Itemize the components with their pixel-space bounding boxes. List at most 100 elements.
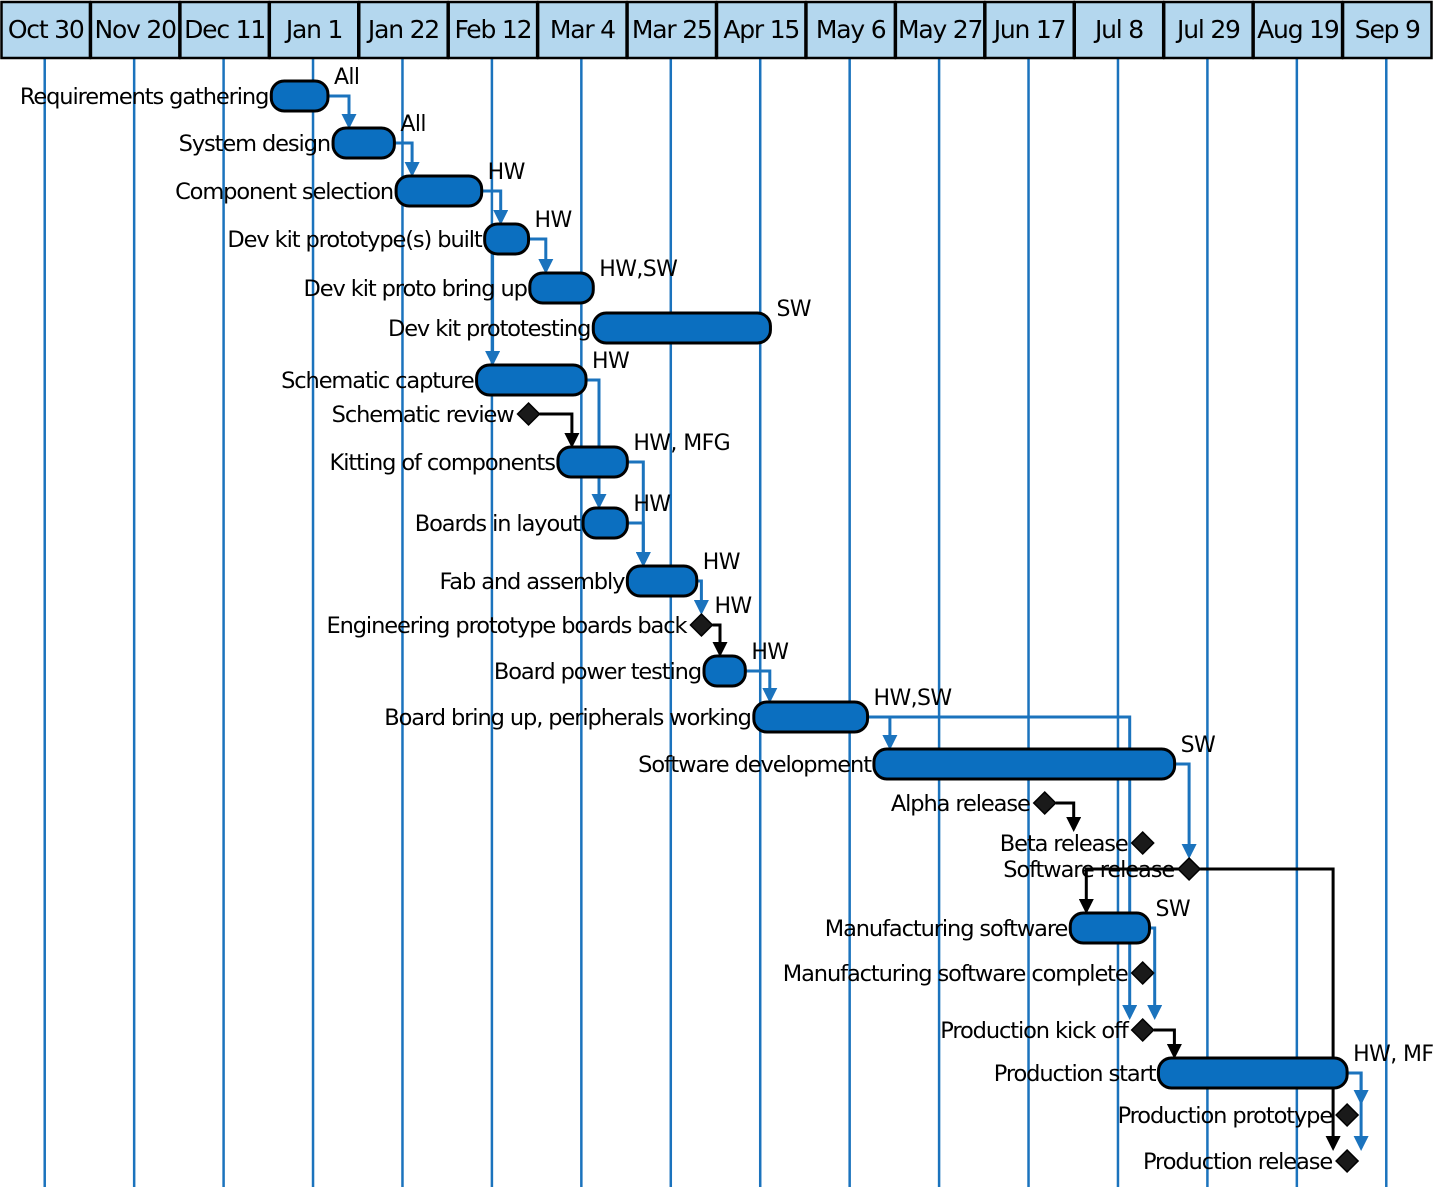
task-bar[interactable] xyxy=(702,654,747,688)
task-bar-group: Schematic capture HW xyxy=(281,349,631,397)
task-bar[interactable] xyxy=(581,506,629,540)
task-bar[interactable] xyxy=(475,363,588,397)
dependency-arrow xyxy=(868,715,898,750)
task-label: Dev kit prototype(s) built xyxy=(227,227,483,253)
resource-label: All xyxy=(400,112,425,137)
milestone-diamond xyxy=(1130,1017,1155,1043)
timeline-header-cell xyxy=(984,0,1075,60)
timeline-header-cell xyxy=(89,0,181,60)
timeline-header-cell xyxy=(1073,0,1165,60)
milestone-diamond xyxy=(516,401,541,427)
task-label: Schematic capture xyxy=(281,368,474,394)
timeline-tick-label: Jul 8 xyxy=(1093,15,1143,44)
task-bar[interactable] xyxy=(269,79,330,113)
dependency-arrow xyxy=(1147,926,1163,1020)
resource-label: HW xyxy=(535,208,573,233)
task-bar[interactable] xyxy=(1156,1056,1349,1090)
milestone: Production kick off xyxy=(940,1017,1155,1044)
timeline-tick-label: Jun 17 xyxy=(992,15,1066,44)
milestone: Beta release xyxy=(1000,830,1155,857)
milestone-diamond xyxy=(1032,790,1057,816)
task-bar[interactable] xyxy=(1068,911,1151,945)
resource-label: SW xyxy=(1181,733,1216,758)
task-label: Kitting of components xyxy=(330,450,556,476)
resource-label: HW xyxy=(714,594,752,619)
milestone-diamond xyxy=(1335,1148,1360,1174)
dependency-arrow xyxy=(693,579,709,615)
task-label: Dev kit proto bring up xyxy=(304,276,528,302)
task-label: Alpha release xyxy=(891,791,1030,817)
resource-label: SW xyxy=(1155,897,1190,922)
timeline-tick-label: Nov 20 xyxy=(94,15,176,44)
task-bar[interactable] xyxy=(331,126,396,160)
task-bar[interactable] xyxy=(752,700,870,734)
dependency-arrow xyxy=(1200,867,1341,1151)
dependency-arrow xyxy=(587,378,607,509)
task-label: Manufacturing software complete xyxy=(783,961,1128,987)
milestone: Software release xyxy=(1003,856,1202,883)
task-label: Schematic review xyxy=(332,402,515,428)
task-bar[interactable] xyxy=(625,564,699,598)
dependency-arrow xyxy=(539,412,580,448)
resource-label: HW,SW xyxy=(874,686,953,711)
milestone-diamond xyxy=(1130,830,1155,856)
timeline-tick-label: Mar 25 xyxy=(632,15,712,44)
timeline-tick-label: Feb 12 xyxy=(454,15,531,44)
resource-label: SW xyxy=(776,297,811,322)
dependency-arrow xyxy=(1078,867,1201,914)
task-bar[interactable] xyxy=(872,747,1177,781)
task-label: Production release xyxy=(1143,1149,1332,1175)
task-label: System design xyxy=(179,131,330,157)
timeline-header-cell xyxy=(179,0,271,60)
task-bar[interactable] xyxy=(483,222,531,256)
task-bar[interactable] xyxy=(591,311,772,345)
resource-label: HW xyxy=(592,349,630,374)
timeline-header-cell xyxy=(805,0,897,60)
timeline-tick-label: Jan 22 xyxy=(366,15,439,44)
timeline-header-cell xyxy=(1162,0,1254,60)
milestone-diamond xyxy=(1177,856,1202,882)
task-label: Engineering prototype boards back xyxy=(326,613,687,639)
dependency-arrow xyxy=(395,141,420,177)
task-bar[interactable] xyxy=(528,271,595,305)
dependency-arrow xyxy=(1055,801,1082,832)
milestone: Manufacturing software complete xyxy=(783,960,1155,987)
timeline-header-cell xyxy=(626,0,718,60)
task-label: Software development xyxy=(638,752,872,778)
dependency-arrow xyxy=(529,237,554,274)
task-label: Board bring up, peripherals working xyxy=(384,705,751,731)
resource-label: HW,SW xyxy=(599,257,678,282)
dependency-arrow xyxy=(1348,1071,1369,1105)
task-bar[interactable] xyxy=(394,174,484,208)
task-bar[interactable] xyxy=(556,445,629,479)
dependency-arrow xyxy=(1153,1028,1182,1059)
task-bar-group: Board bring up, peripherals working HW,SW xyxy=(384,686,953,734)
dependency-arrow xyxy=(328,94,357,129)
milestone: Alpha release xyxy=(891,790,1057,817)
timeline-header-cell xyxy=(1252,0,1344,60)
timeline-header-cell xyxy=(894,0,986,60)
timeline-tick-label: Apr 15 xyxy=(723,15,799,44)
timeline-tick-label: Aug 19 xyxy=(1257,15,1339,44)
milestone: Engineering prototype boards back HW xyxy=(326,594,753,639)
timeline-header-cell xyxy=(536,0,628,60)
task-label: Production prototype xyxy=(1118,1103,1333,1129)
task-label: Software release xyxy=(1003,857,1174,883)
milestone-diamond xyxy=(1335,1102,1360,1128)
timeline-tick-label: Jan 1 xyxy=(284,15,342,44)
resource-label: HW xyxy=(488,160,526,185)
dependency-arrow xyxy=(482,189,509,225)
task-label: Requirements gathering xyxy=(20,84,268,110)
dependency-arrow xyxy=(746,669,778,703)
timeline-header-cell xyxy=(1341,0,1433,60)
task-label: Boards in layout xyxy=(415,511,582,537)
